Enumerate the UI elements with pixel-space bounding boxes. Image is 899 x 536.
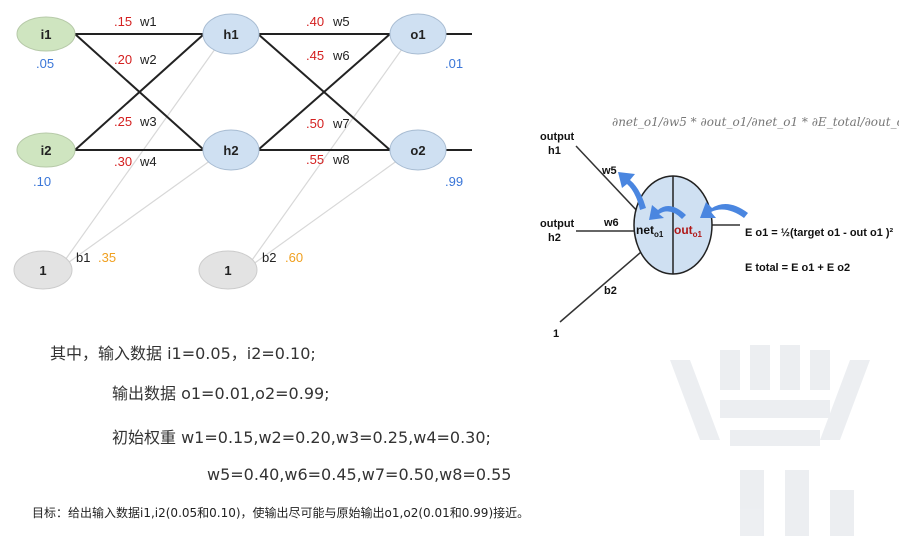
node-h2: h2 [202,129,260,171]
goal-text: 目标：给出输入数据i1,i2(0.05和0.10)，使输出尽可能与原始输出o1,… [32,506,530,520]
detail-b2-label: b2 [604,285,617,297]
weight-w7-name: w7 [332,116,350,131]
backprop-arrows [618,172,748,220]
node-h2-label: h2 [223,143,238,158]
detail-w5-label: w5 [601,165,617,177]
weight-w8-name: w8 [332,152,350,167]
node-o2: o2 [389,129,447,171]
bias-b1-label: b1 [76,250,90,265]
node-bias-2-label: 1 [224,263,231,278]
weight-w6-name: w6 [332,48,350,63]
output-h1-label-line2: h1 [548,145,561,157]
watermark-logo [670,345,870,536]
node-i2-label: i2 [41,143,52,158]
input-value-i2: .10 [33,174,51,189]
detail-w6-label: w6 [603,217,619,229]
input-value-i1: .05 [36,56,54,71]
weight-w8-value: .55 [306,152,324,167]
net-o1-label: neto1 [636,223,664,239]
output-h2-label-line2: h2 [548,232,561,244]
weight-w2-value: .20 [114,52,132,67]
node-h1-label: h1 [223,27,238,42]
node-bias-1: 1 [13,250,73,290]
weight-w7-value: .50 [306,116,324,131]
text-line-outputs: 输出数据 o1=0.01,o2=0.99; [112,384,330,403]
weight-w5-value: .40 [306,14,324,29]
text-line-weights-2: w5=0.40,w6=0.45,w7=0.50,w8=0.55 [207,465,512,484]
detail-connections [559,145,740,323]
output-neuron-o1 [633,175,713,275]
text-line-inputs: 其中，输入数据 i1=0.05，i2=0.10; [50,344,316,363]
node-o2-label: o2 [410,143,425,158]
weight-w3-value: .25 [114,114,132,129]
error-total-equation: E total = E o1 + E o2 [745,262,850,274]
weight-w6-value: .45 [306,48,324,63]
detail-bias-one: 1 [553,328,559,340]
weight-w5-name: w5 [332,14,350,29]
node-h1: h1 [202,13,260,55]
weight-connections [74,33,472,151]
bias-b2-value: .60 [285,250,303,265]
weight-w4-value: .30 [114,154,132,169]
bias-connections [57,34,413,271]
node-i1-label: i1 [41,27,52,42]
weight-w1-value: .15 [114,14,132,29]
chain-rule-formula: ∂net_o1/∂w5 * ∂out_o1/∂net_o1 * ∂E_total… [612,115,899,129]
output-h1-label-line1: output [540,131,575,143]
out-o1-label: outo1 [674,223,703,239]
error-o1-equation: E o1 = ½(target o1 - out o1 )² [745,227,894,239]
node-i1: i1 [16,16,76,52]
node-o1: o1 [389,13,447,55]
weight-w4-name: w4 [139,154,157,169]
node-bias-1-label: 1 [39,263,46,278]
node-bias-2: 1 [198,250,258,290]
output-value-o1: .01 [445,56,463,71]
weight-w2-name: w2 [139,52,157,67]
node-i2: i2 [16,132,76,168]
weight-w1-name: w1 [139,14,157,29]
output-h2-label-line1: output [540,218,575,230]
node-o1-label: o1 [410,27,425,42]
bias-b2-label: b2 [262,250,276,265]
text-line-weights-1: 初始权重 w1=0.15,w2=0.20,w3=0.25,w4=0.30; [112,428,491,447]
weight-w3-name: w3 [139,114,157,129]
output-value-o2: .99 [445,174,463,189]
bias-b1-value: .35 [98,250,116,265]
